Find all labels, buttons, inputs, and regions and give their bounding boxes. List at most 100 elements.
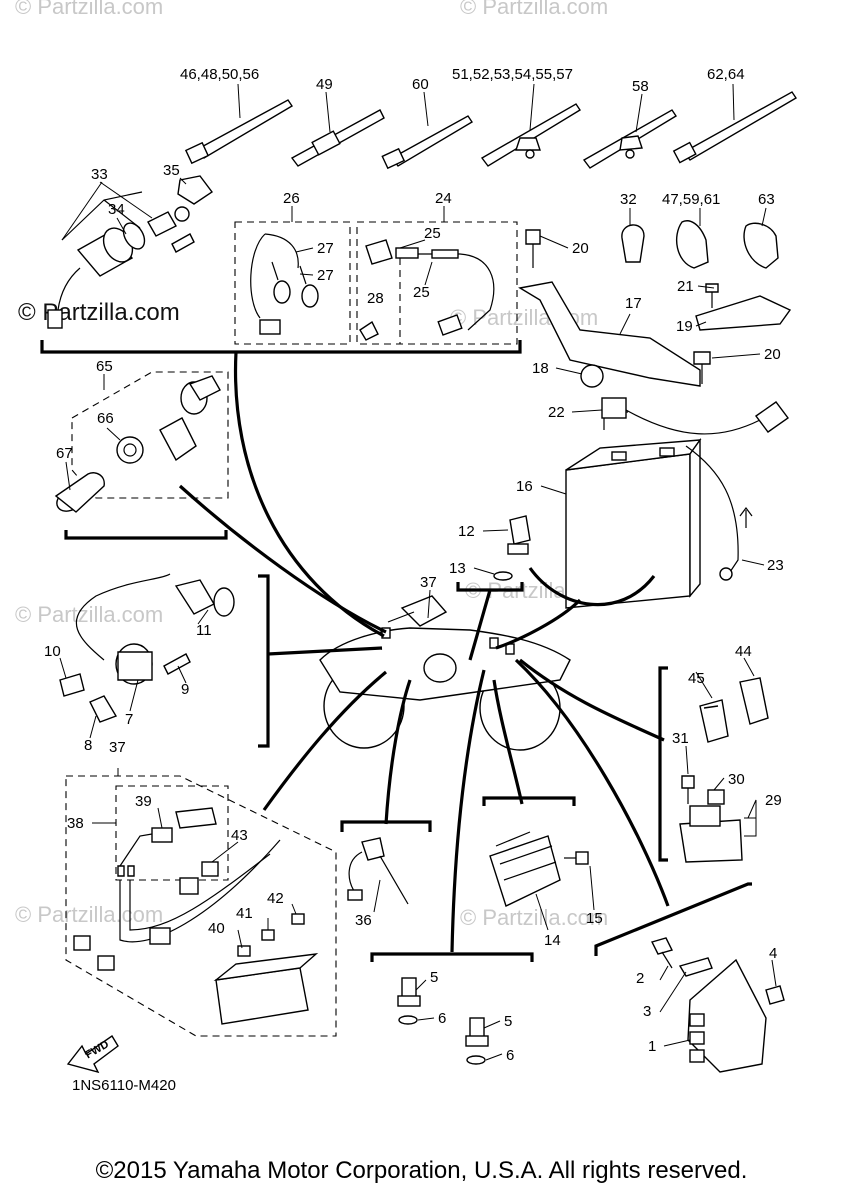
cable-tie-clip-51 — [480, 103, 581, 167]
callout-39: 39 — [135, 793, 152, 810]
callout-11: 11 — [196, 622, 212, 639]
callout-1: 1 — [648, 1038, 656, 1055]
switch-36-group — [347, 837, 409, 905]
watermark-mid-left: © Partzilla.com — [15, 602, 163, 627]
callout-16: 16 — [516, 478, 533, 495]
callout-14: 14 — [544, 932, 561, 949]
leader-lines — [59, 83, 777, 1061]
callout-51-57: 51,52,53,54,55,57 — [452, 66, 573, 83]
callout-60: 60 — [412, 76, 429, 93]
socket-box-65 — [54, 371, 229, 513]
callout-9: 9 — [181, 681, 189, 698]
group-bracket-relay — [258, 574, 270, 748]
rectifier-regulator — [489, 831, 589, 907]
fwd-arrow: FWD — [66, 1034, 119, 1074]
callout-10: 10 — [44, 643, 61, 660]
callout-31: 31 — [672, 730, 689, 747]
lead-box-26 — [234, 221, 351, 345]
callout-25-b: 25 — [413, 284, 430, 301]
fuse-box-group — [65, 775, 337, 1037]
callout-45: 45 — [688, 670, 705, 687]
ecu-group — [650, 937, 785, 1073]
callout-36: 36 — [355, 912, 372, 929]
group-bracket-ecu — [594, 882, 752, 956]
diagram-code: 1NS6110-M420 — [72, 1077, 176, 1094]
callout-5-a: 5 — [430, 969, 438, 986]
callout-30: 30 — [728, 771, 745, 788]
callout-13: 13 — [449, 560, 466, 577]
callout-40: 40 — [208, 920, 225, 937]
callout-26: 26 — [283, 190, 300, 207]
group-bracket-36 — [340, 820, 432, 832]
callout-15: 15 — [586, 910, 603, 927]
cable-tie-clip-58 — [582, 109, 677, 169]
group-bracket-socket — [64, 530, 228, 540]
group-bracket-top-left — [40, 340, 522, 354]
callout-20-a: 20 — [572, 240, 589, 257]
starter-relay-group — [59, 573, 235, 723]
callout-27-b: 27 — [317, 267, 334, 284]
callout-23: 23 — [767, 557, 784, 574]
callout-8: 8 — [84, 737, 92, 754]
callout-46-48-50-56: 46,48,50,56 — [180, 66, 259, 83]
callout-58: 58 — [632, 78, 649, 95]
callout-28: 28 — [367, 290, 384, 307]
callout-63: 63 — [758, 191, 775, 208]
group-bracket-relay-right — [658, 666, 668, 862]
callout-35: 35 — [163, 162, 180, 179]
callout-22: 22 — [548, 404, 565, 421]
callout-65: 65 — [96, 358, 113, 375]
callout-43: 43 — [231, 827, 248, 844]
callout-33: 33 — [91, 166, 108, 183]
group-bracket-sensors — [370, 952, 534, 962]
callout-38: 38 — [67, 815, 84, 832]
callout-17: 17 — [625, 295, 642, 312]
callout-7: 7 — [125, 711, 133, 728]
callout-19: 19 — [676, 318, 693, 335]
connector-lines — [178, 351, 670, 953]
cable-ties-row — [184, 91, 797, 170]
watermark-main: © Partzilla.com — [18, 299, 180, 326]
copyright-notice: ©2015 Yamaha Motor Corporation, U.S.A. A… — [95, 1157, 748, 1184]
callout-4: 4 — [769, 945, 777, 962]
callout-42: 42 — [267, 890, 284, 907]
callout-6-b: 6 — [506, 1047, 514, 1064]
callout-67: 67 — [56, 445, 73, 462]
lead-box-24 — [356, 221, 518, 345]
battery — [565, 397, 789, 609]
callout-37-b: 37 — [109, 739, 126, 756]
watermark-corner-top-right: © Partzilla.com — [460, 0, 608, 19]
cable-band-49 — [290, 109, 385, 167]
starting-relay-group — [679, 677, 769, 863]
callout-34: 34 — [108, 201, 125, 218]
callout-20-b: 20 — [764, 346, 781, 363]
callout-62-64: 62,64 — [707, 66, 745, 83]
watermark-corner-top-left: © Partzilla.com — [15, 0, 163, 19]
watermark-lower-right: © Partzilla.com — [460, 905, 608, 930]
watermarks: © Partzilla.com © Partzilla.com © Partzi… — [15, 0, 613, 930]
callout-47-59-61: 47,59,61 — [662, 191, 720, 208]
callout-25-a: 25 — [424, 225, 441, 242]
neutral-switch — [493, 515, 531, 581]
battery-bracket-assembly — [518, 220, 792, 388]
callout-37-a: 37 — [420, 574, 437, 591]
main-switch-assembly — [47, 175, 214, 329]
cable-tie-46 — [184, 99, 293, 165]
callout-41: 41 — [236, 905, 253, 922]
electrical-parts-diagram: © Partzilla.com © Partzilla.com © Partzi… — [15, 0, 797, 1094]
callout-32: 32 — [620, 191, 637, 208]
group-bracket-rectifier — [482, 796, 576, 806]
watermark-lower-left: © Partzilla.com — [15, 902, 163, 927]
group-bracket-battery — [528, 567, 656, 607]
callout-66: 66 — [97, 410, 114, 427]
cable-tie-60 — [381, 115, 473, 170]
sensors-5-6 — [397, 977, 489, 1065]
callout-3: 3 — [643, 1003, 651, 1020]
callout-2: 2 — [636, 970, 644, 987]
callout-27-a: 27 — [317, 240, 334, 257]
cable-tie-62 — [672, 91, 797, 164]
callout-18: 18 — [532, 360, 549, 377]
callout-44: 44 — [735, 643, 752, 660]
callout-labels: 46,48,50,56 49 60 51,52,53,54,55,57 58 6… — [44, 66, 784, 1064]
callout-5-b: 5 — [504, 1013, 512, 1030]
